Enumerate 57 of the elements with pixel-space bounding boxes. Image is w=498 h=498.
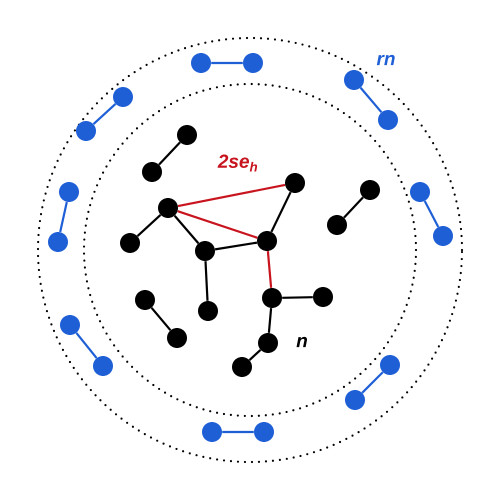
line <box>268 308 272 333</box>
line <box>270 192 292 232</box>
line <box>177 210 258 239</box>
dot <box>380 355 400 375</box>
line <box>211 62 243 64</box>
dot <box>76 121 96 141</box>
line <box>361 371 384 394</box>
dot <box>191 53 211 73</box>
dot <box>232 357 252 377</box>
line <box>150 307 172 331</box>
dot <box>198 301 218 321</box>
dot <box>177 125 197 145</box>
dot <box>433 226 453 246</box>
dot <box>285 173 305 193</box>
line <box>360 87 382 113</box>
line <box>178 184 286 208</box>
line <box>282 296 313 299</box>
line <box>204 261 209 301</box>
dot <box>258 333 278 353</box>
dot <box>158 198 178 218</box>
line <box>248 349 262 361</box>
dot <box>195 241 215 261</box>
dot <box>59 182 79 202</box>
dot <box>262 288 282 308</box>
line <box>343 196 364 218</box>
dot <box>344 70 364 90</box>
dot <box>243 53 263 73</box>
math-label: rn <box>376 54 395 66</box>
dot <box>48 232 68 252</box>
edge-label: 2se$_{h}$ <box>218 154 258 172</box>
dot <box>254 422 274 442</box>
line <box>136 214 162 237</box>
dot <box>113 87 133 107</box>
dot <box>120 233 140 253</box>
dot <box>410 182 430 202</box>
dot <box>167 328 187 348</box>
dot <box>202 422 222 442</box>
dot <box>93 356 113 376</box>
line <box>222 430 254 434</box>
dot <box>360 180 380 200</box>
line <box>214 242 258 250</box>
line <box>158 142 181 166</box>
line <box>174 215 200 244</box>
dot <box>257 231 277 251</box>
dot <box>378 110 398 130</box>
dot <box>60 315 80 335</box>
dot <box>142 162 162 182</box>
dot <box>135 290 155 310</box>
dot <box>313 287 333 307</box>
line <box>59 202 68 232</box>
dot <box>345 390 365 410</box>
line <box>424 200 440 228</box>
line <box>92 103 116 125</box>
math-label: n <box>296 336 307 348</box>
line <box>266 251 272 288</box>
line <box>76 332 98 359</box>
dot <box>327 215 347 235</box>
